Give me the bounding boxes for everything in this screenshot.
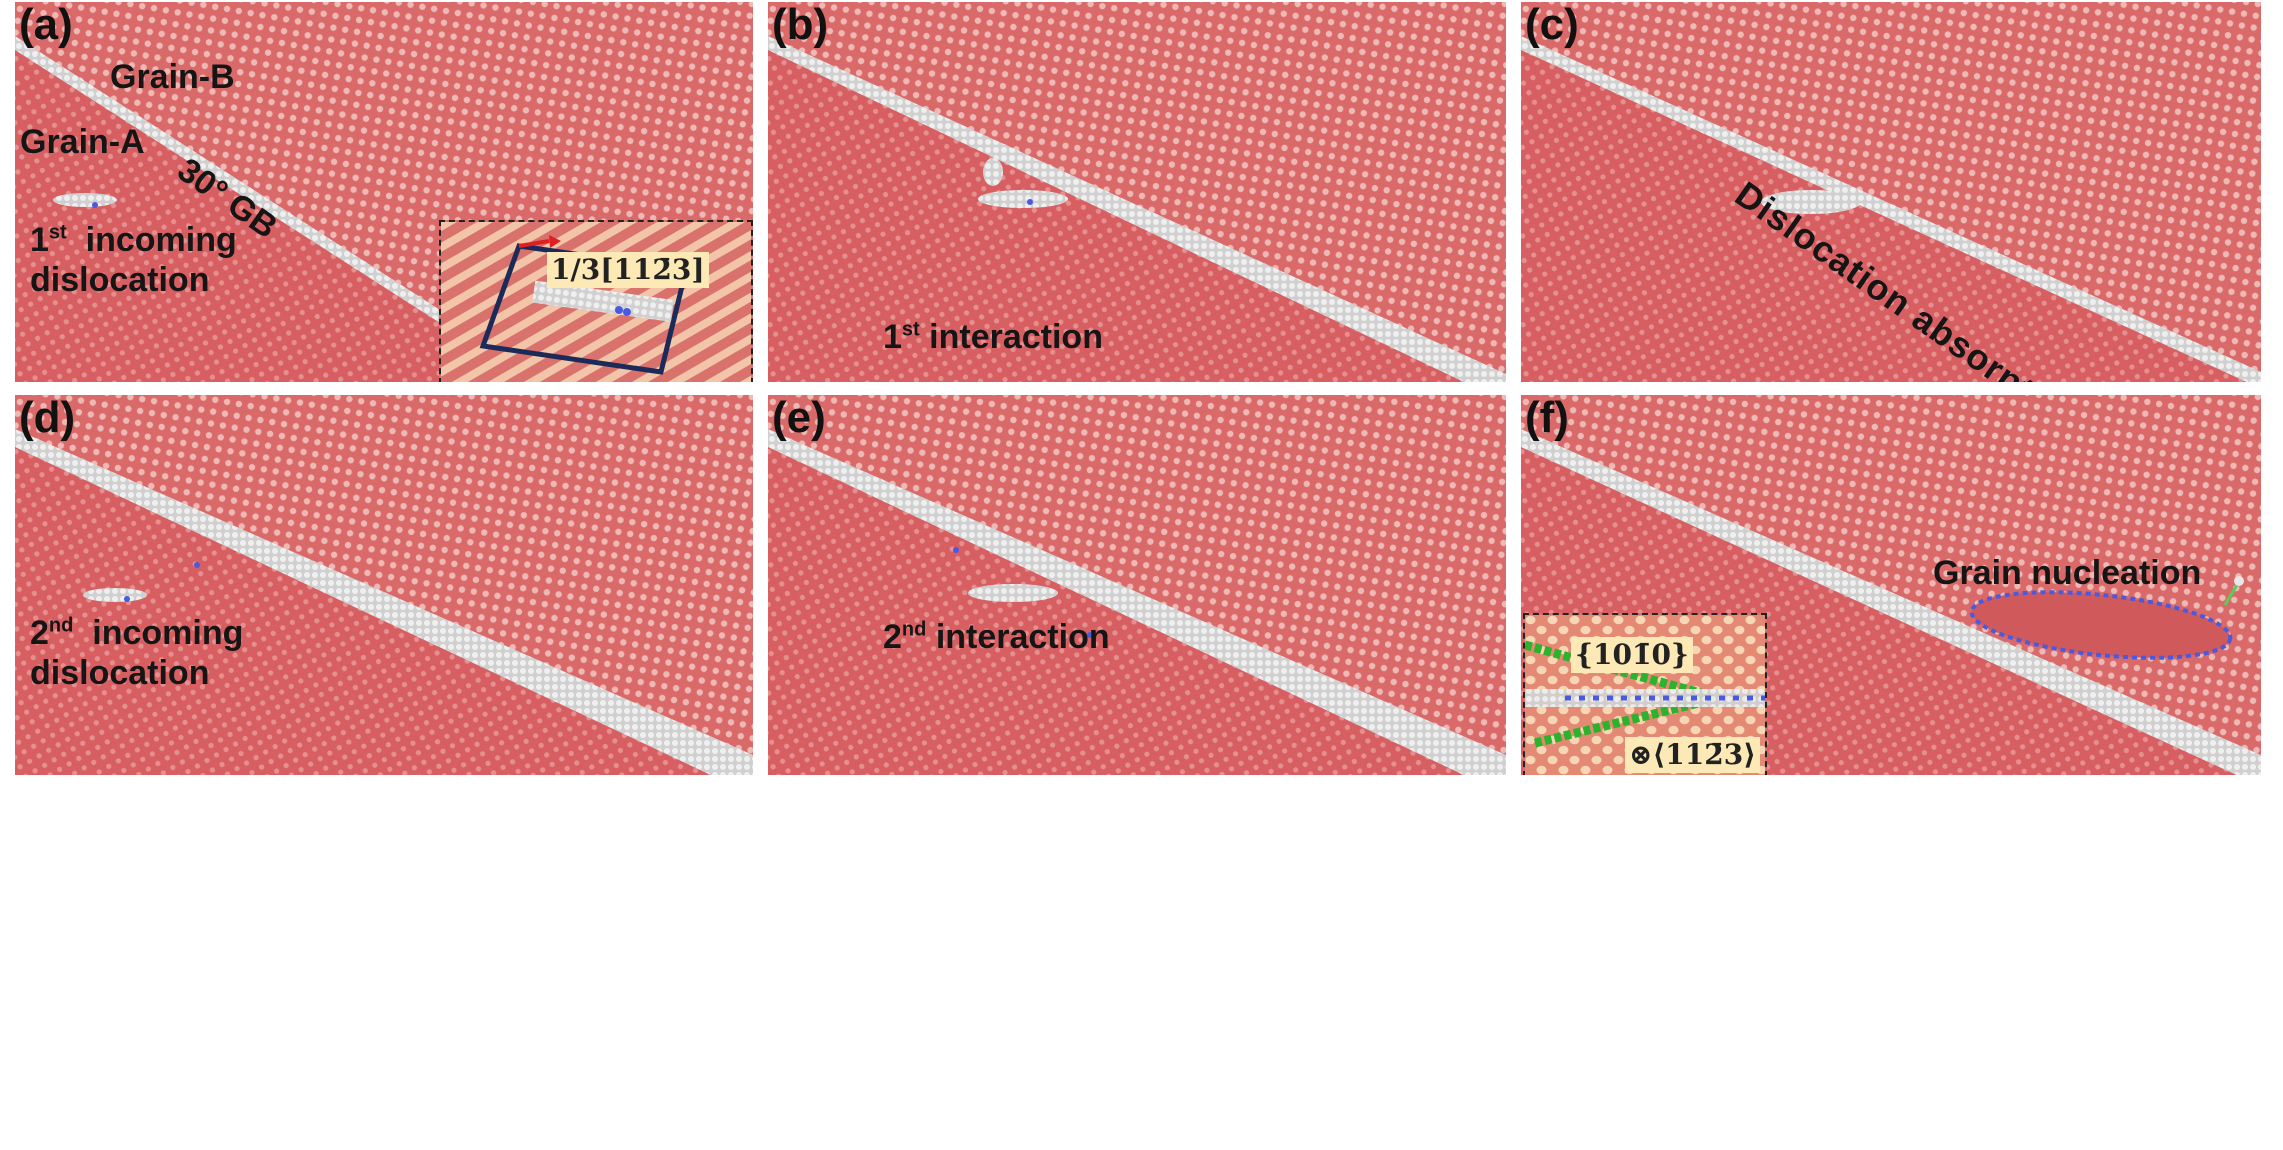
ordinal-number: 1 — [883, 318, 902, 356]
second-incoming-label: 2nd incoming dislocation — [30, 613, 243, 693]
inset-burgers-graphic — [441, 222, 751, 382]
interaction-core — [978, 190, 1068, 208]
incoming-word: incoming — [85, 221, 237, 259]
panel-e: (e) 2nd interaction — [768, 395, 1506, 775]
inset-burgers-circuit: 1/3[112̄3] — [439, 220, 753, 382]
panel-b: (b) 1st interaction — [768, 2, 1506, 382]
incoming-dislocation-label: 1st incoming dislocation — [30, 220, 237, 300]
incoming-word: incoming — [92, 614, 244, 652]
panel-label: (a) — [19, 2, 73, 49]
panel-b-atoms — [768, 2, 1506, 382]
interaction-word: interaction — [935, 618, 1110, 656]
inset-twin-planes: {101̄0} ⊗⟨112̄3⟩ — [1523, 613, 1767, 775]
panel-c-atoms — [1521, 2, 2261, 382]
panel-label: (e) — [772, 395, 826, 442]
nucleated-grain — [1969, 590, 2233, 660]
ordinal-suffix: nd — [901, 618, 927, 641]
panel-c: (c) Dislocation absorption — [1521, 2, 2261, 382]
second-interaction-core — [968, 584, 1058, 602]
ordinal-number: 1 — [30, 221, 49, 259]
twin-plane-upper — [1525, 640, 1717, 702]
panel-d-atoms — [15, 395, 753, 775]
second-incoming-core — [83, 588, 147, 602]
direction-label: ⊗⟨112̄3⟩ — [1625, 737, 1760, 773]
second-interaction-label: 2nd interaction — [883, 617, 1110, 657]
panel-d: (d) 2nd incoming dislocation — [15, 395, 753, 775]
dislocation-word: dislocation — [30, 654, 210, 692]
panel-f: (f) Grain nucleation {101̄0} ⊗⟨112̄3⟩ — [1521, 395, 2261, 775]
absorbed-core — [1761, 190, 1861, 214]
grain-b-label: Grain-B — [110, 58, 235, 96]
ordinal-suffix: st — [48, 221, 67, 244]
panel-label: (f) — [1525, 395, 1569, 442]
incoming-dislocation-core — [53, 193, 117, 207]
interaction-word: interaction — [929, 318, 1103, 356]
plane-label: {101̄0} — [1571, 637, 1693, 673]
ordinal-number: 2 — [883, 618, 902, 656]
ordinal-suffix: st — [901, 318, 920, 341]
panel-a: (a) Grain-B Grain-A 30° GB 1st incoming … — [15, 2, 753, 382]
panel-label: (d) — [19, 395, 76, 442]
burgers-arrow — [518, 239, 550, 248]
burgers-vector-label: 1/3[112̄3] — [547, 252, 709, 288]
interaction-label: 1st interaction — [883, 317, 1103, 357]
ordinal-number: 2 — [30, 614, 49, 652]
ordinal-suffix: nd — [48, 614, 74, 637]
dislocation-word: dislocation — [30, 261, 210, 299]
nucleation-label: Grain nucleation — [1933, 554, 2202, 592]
panel-label: (c) — [1525, 2, 1579, 49]
panel-label: (b) — [772, 2, 829, 49]
grain-a-label: Grain-A — [20, 123, 145, 161]
panel-e-atoms — [768, 395, 1506, 775]
